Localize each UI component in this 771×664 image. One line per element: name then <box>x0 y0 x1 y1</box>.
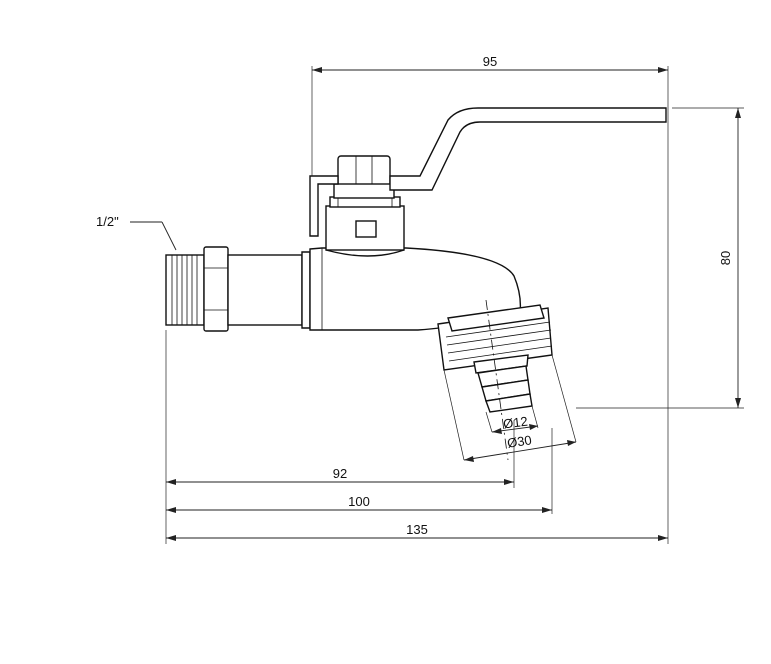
dimension-dia-12: Ø12 <box>491 414 539 434</box>
stem-nut <box>333 155 395 199</box>
thread-size-label: 1/2" <box>96 214 119 229</box>
dimension-100: 100 <box>166 494 552 513</box>
hose-barb <box>477 365 533 413</box>
hex-nut <box>203 246 229 332</box>
lever-handle <box>309 107 667 237</box>
dimension-135: 135 <box>166 522 668 541</box>
thread-leader: 1/2" <box>96 214 177 251</box>
valve-body <box>309 196 522 331</box>
dimension-dia-30: Ø30 <box>463 432 577 462</box>
dim-95-label: 95 <box>483 54 497 69</box>
dim-135-label: 135 <box>406 522 428 537</box>
dim-92-label: 92 <box>333 466 347 481</box>
dimension-95: 95 <box>312 54 668 73</box>
dimension-92: 92 <box>166 466 514 485</box>
dim-dia-12-label: Ø12 <box>502 414 528 432</box>
main-pipe <box>227 251 311 329</box>
outlet-axis <box>485 299 509 461</box>
extension-lines <box>165 66 744 544</box>
faucet-body <box>165 107 667 461</box>
dim-dia-30-label: Ø30 <box>506 432 532 450</box>
dim-100-label: 100 <box>348 494 370 509</box>
threaded-inlet <box>165 254 205 326</box>
dim-80-label: 80 <box>718 251 733 265</box>
dimension-80: 80 <box>718 108 741 408</box>
